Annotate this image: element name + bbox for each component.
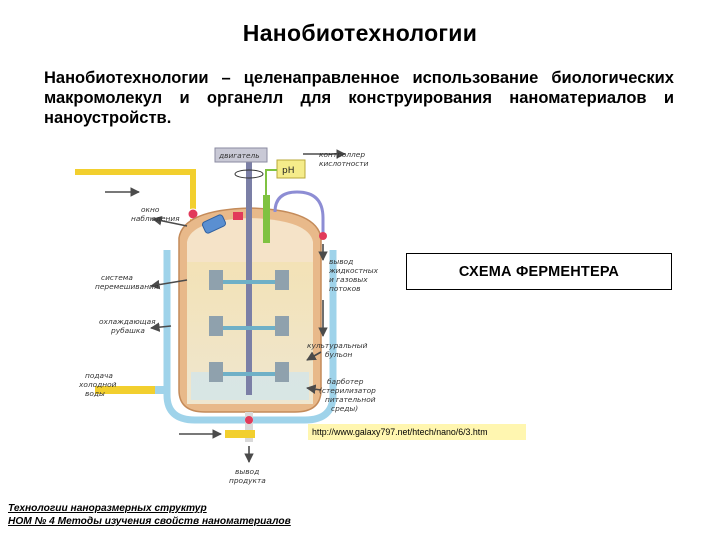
impeller-top	[209, 270, 289, 290]
jacket-label-2: рубашка	[110, 326, 145, 335]
ph-label: pH	[282, 166, 294, 176]
window-label-1: окно	[141, 205, 160, 214]
definition-text: Нанобиотехнологии – целенаправленное исп…	[44, 69, 674, 127]
product-valve	[245, 416, 253, 424]
stirrer-shaft	[246, 150, 252, 395]
liquid-label-1: вывод	[329, 257, 353, 266]
source-url[interactable]: http://www.galaxy797.net/htech/nano/6/3.…	[308, 424, 526, 440]
impeller-bottom	[209, 362, 289, 382]
product-outlet-yellow	[225, 430, 255, 438]
motor-rotation	[234, 169, 264, 179]
jacket-label-1: охлаждающая	[99, 317, 156, 326]
sparger-label-4: среды)	[331, 404, 358, 413]
ph-probe	[263, 195, 270, 243]
water-label-1: подача	[85, 371, 113, 380]
fermenter-svg: двигатель pH	[75, 147, 379, 485]
scheme-caption: СХЕМА ФЕРМЕНТЕРА	[406, 253, 672, 290]
motor-label: двигатель	[218, 151, 260, 160]
water-label-3: воды	[85, 389, 105, 398]
outlet-valve	[319, 232, 327, 240]
cold-water-inlet-b	[155, 386, 169, 394]
liquid-label-2: жидкостных	[328, 266, 379, 275]
ph-controller-label-2: кислотности	[319, 159, 369, 168]
impeller-middle	[209, 316, 289, 336]
observation-window	[201, 214, 227, 234]
window-label-2: наблюдения	[131, 214, 180, 223]
ph-wire	[265, 169, 277, 195]
ph-controller-label-1: контроллер	[319, 150, 365, 159]
fermenter-diagram: двигатель pH	[75, 140, 385, 485]
water-label-2: холодной	[78, 380, 117, 389]
red-port	[233, 212, 243, 220]
slide-title: Нанобиотехнологии	[242, 20, 478, 46]
sparger-label-3: питательной	[325, 395, 376, 404]
broth-label-1: культуральный	[307, 341, 368, 350]
stir-label-1: система	[101, 273, 133, 282]
broth-label-2: бульон	[325, 350, 353, 359]
footer: Технологии наноразмерных структур НОМ № …	[8, 502, 291, 528]
product-label-1: вывод	[235, 467, 259, 476]
product-label-2: продукта	[229, 476, 266, 485]
motor-block	[214, 147, 268, 163]
gas-outlet-tube	[273, 190, 325, 236]
product-outlet-pipe	[245, 412, 253, 442]
footer-line-1[interactable]: Технологии наноразмерных структур	[8, 503, 207, 514]
sparger-label-2: (стерилизатор	[319, 386, 376, 395]
top-inlet-pipe	[75, 169, 196, 222]
cold-water-inlet	[95, 386, 155, 394]
footer-line-2[interactable]: НОМ № 4 Методы изучения свойств наномате…	[8, 516, 291, 527]
sparger-label-1: барботер	[327, 377, 364, 386]
liquid-label-3: и газовых	[329, 275, 368, 284]
liquid-label-4: потоков	[329, 284, 361, 293]
stir-label-2: перемешивания	[95, 282, 159, 291]
